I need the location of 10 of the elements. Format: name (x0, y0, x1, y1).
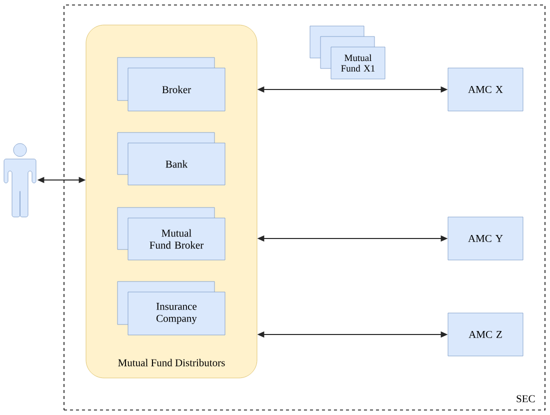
entity-box: AMC Z (448, 312, 524, 356)
entity-box: Mutual Fund Broker (117, 207, 226, 260)
entity-box: Mutual Fund X1 (310, 26, 386, 80)
entity-box: Bank (117, 132, 226, 186)
entity-box: AMC Y (448, 216, 524, 260)
entity-box: Broker (117, 57, 226, 112)
entity-box: Insurance Company (117, 281, 226, 336)
person-figure (4, 143, 36, 218)
node-label: Fund X1 (341, 64, 375, 72)
entity-box: AMC X (448, 68, 524, 112)
